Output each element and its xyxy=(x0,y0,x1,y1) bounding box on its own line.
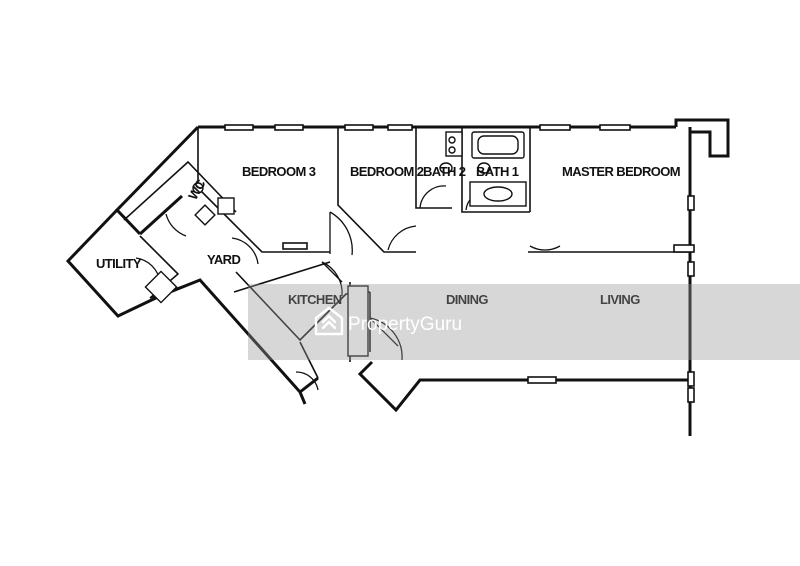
label-kitchen: KITCHEN xyxy=(288,292,342,307)
label-bedroom-3: BEDROOM 3 xyxy=(242,164,316,179)
label-dining: DINING xyxy=(446,292,488,307)
propertyguru-logo-icon xyxy=(314,306,344,336)
fixtures xyxy=(144,131,527,357)
label-living: LIVING xyxy=(600,292,640,307)
watermark: PropertyGuru xyxy=(248,284,800,360)
label-bath-2: BATH 2 xyxy=(423,164,466,179)
wc-basin xyxy=(217,197,235,215)
toilet-bath2 xyxy=(439,162,453,174)
kitchen-counter xyxy=(347,285,369,357)
washer xyxy=(144,270,178,304)
watermark-text: PropertyGuru xyxy=(348,314,462,335)
watermark-band xyxy=(248,284,800,360)
label-yard: YARD xyxy=(207,252,240,267)
wc-sink xyxy=(194,204,216,226)
toilet-bath1 xyxy=(477,162,491,174)
label-master-bedroom: MASTER BEDROOM xyxy=(562,164,680,179)
label-bath-1: BATH 1 xyxy=(476,164,519,179)
label-utility: UTILITY xyxy=(96,256,142,271)
windows xyxy=(224,124,695,403)
label-bedroom-2: BEDROOM 2 xyxy=(350,164,424,179)
